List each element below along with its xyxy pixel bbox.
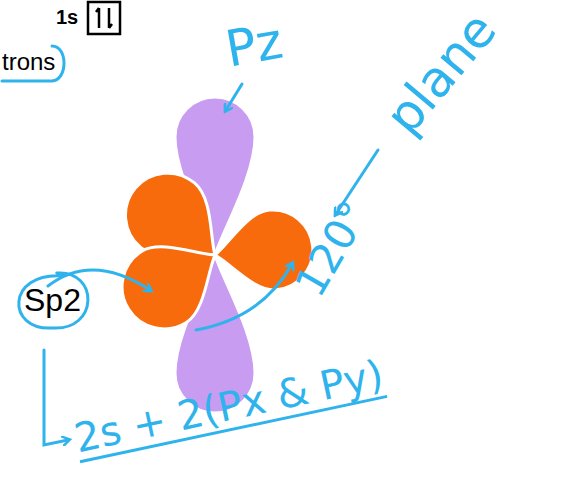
- bracket-arrow: [44, 350, 68, 445]
- leader-arrow: [226, 84, 242, 110]
- term-text: Sp2: [24, 282, 81, 319]
- handwritten-note: plane: [376, 3, 507, 145]
- circled-term: Sp2: [10, 272, 95, 329]
- orbital-label: 1s: [56, 6, 78, 29]
- electron-arrows: [96, 8, 112, 28]
- orbital-box: [88, 2, 120, 34]
- leader-arrow: [196, 264, 292, 330]
- term-text: trons: [2, 48, 56, 76]
- circled-word: trons: [0, 44, 66, 82]
- handwritten-note: Pz: [222, 14, 287, 78]
